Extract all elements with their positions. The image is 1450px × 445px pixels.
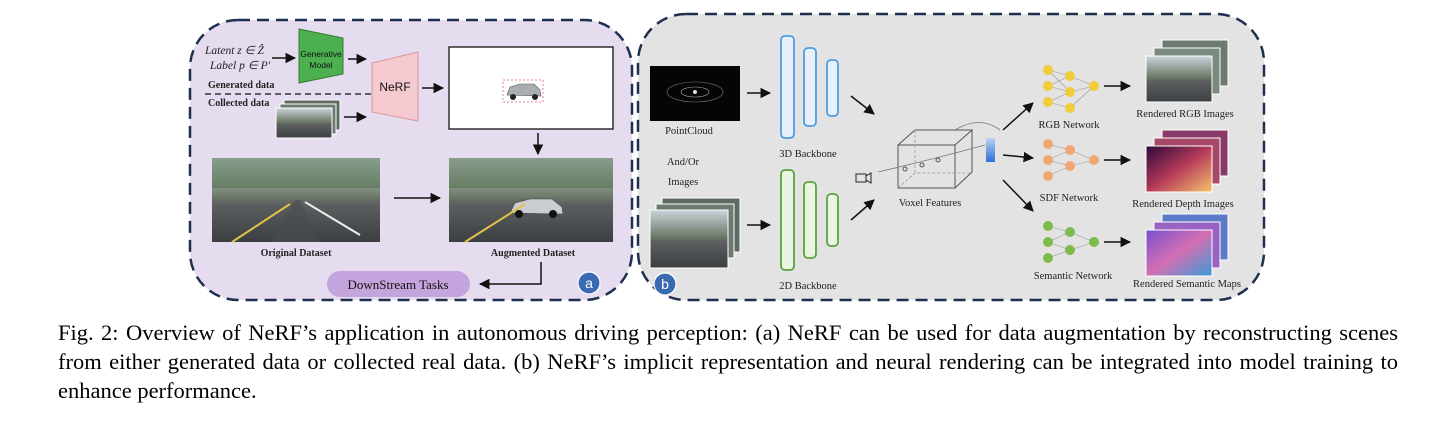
rendered-semantic-label: Rendered Semantic Maps (1133, 279, 1241, 290)
images-label: Images (668, 177, 698, 188)
rendered-depth-label: Rendered Depth Images (1132, 199, 1233, 210)
figure-diagram: Latent z ∈ Ẑ Label p ∈ P' Generative Mod… (188, 12, 1266, 302)
arrow-voxel-to-sdf (1002, 151, 1035, 163)
arrow-3d-to-voxel (850, 95, 875, 115)
arrow-voxel-to-rgb (1002, 102, 1034, 131)
panel-b: PointCloud And/Or Images 3D Backbone 2D … (636, 12, 1266, 302)
generated-data-label: Generated data (208, 80, 274, 91)
downstream-tasks-label: DownStream Tasks (347, 277, 448, 292)
rendered-depth-stack (1145, 129, 1229, 193)
label-label: Label p ∈ P' (209, 60, 271, 72)
rendered-rgb-label: Rendered RGB Images (1136, 109, 1233, 120)
rgb-network-label: RGB Network (1039, 120, 1101, 131)
badge-b (653, 272, 677, 296)
voxel-features-label: Voxel Features (899, 198, 962, 209)
pointcloud-image (650, 66, 740, 121)
backbone-2d (780, 169, 839, 271)
badge-a-label: a (585, 275, 593, 291)
arrow-2d-to-voxel (850, 199, 875, 221)
and-or-label: And/Or (667, 157, 700, 168)
backbone-3d-label: 3D Backbone (779, 149, 837, 160)
figure-caption: Fig. 2: Overview of NeRF’s application i… (58, 320, 1398, 403)
badge-a (577, 271, 601, 295)
augmented-dataset-label: Augmented Dataset (491, 248, 576, 259)
rgb-network-icon (1043, 65, 1099, 113)
rendered-rgb-stack (1145, 39, 1229, 103)
badge-b-label: b (661, 276, 669, 292)
sdf-network-label: SDF Network (1040, 193, 1099, 204)
input-images-stack (649, 197, 741, 269)
semantic-network-icon (1043, 221, 1099, 263)
camera-icon (855, 172, 872, 184)
sdf-network-icon (1043, 139, 1099, 181)
arrow-voxel-to-semantic (1002, 179, 1034, 212)
latent-label: Latent z ∈ Ẑ (204, 43, 265, 57)
augmented-dataset-image (449, 158, 613, 243)
voxel-cube (877, 122, 1001, 189)
backbone-2d-label: 2D Backbone (779, 281, 837, 292)
panel-a: Latent z ∈ Ẑ Label p ∈ P' Generative Mod… (188, 18, 634, 302)
collected-data-label: Collected data (208, 98, 269, 109)
backbone-3d (780, 35, 839, 139)
original-dataset-label: Original Dataset (261, 248, 332, 259)
downstream-tasks-pill (327, 271, 470, 297)
collected-images-stack (275, 99, 341, 139)
rendered-semantic-stack (1145, 213, 1229, 277)
generative-model-shape (298, 28, 344, 84)
semantic-network-label: Semantic Network (1034, 271, 1113, 282)
nerf-shape (371, 51, 419, 122)
generative-model-line1: Generative (300, 49, 342, 59)
generative-model-line2: Model (309, 60, 332, 70)
arrow-to-downstream (478, 262, 542, 290)
original-dataset-image (212, 158, 380, 243)
car-icon (502, 79, 544, 103)
render-canvas (448, 46, 614, 130)
nerf-label: NeRF (379, 80, 410, 94)
pointcloud-label: PointCloud (665, 126, 714, 137)
